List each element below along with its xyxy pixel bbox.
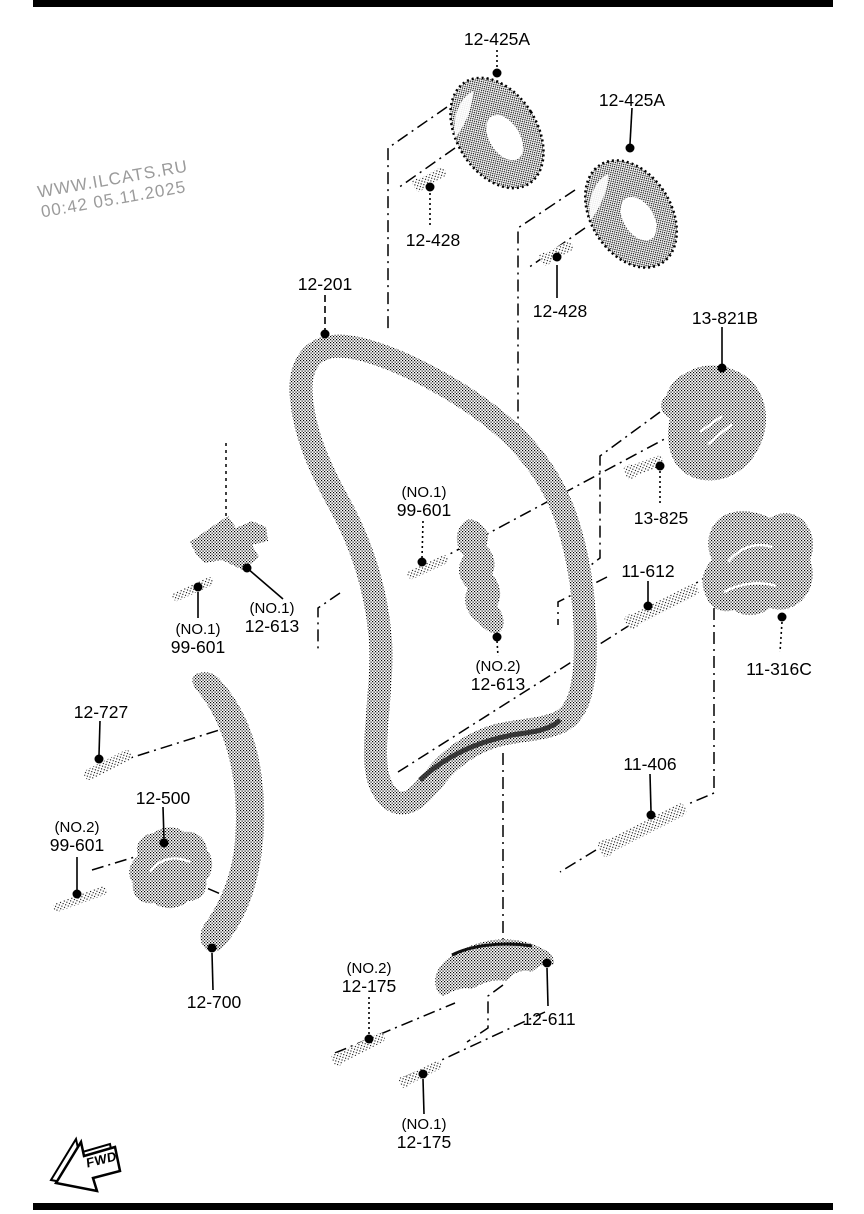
part-label-cam-sprocket-2: 12-425A bbox=[598, 90, 666, 110]
axis-line bbox=[581, 411, 661, 573]
part-label-pump-bolt: 13-825 bbox=[633, 508, 689, 528]
leader-dots bbox=[72, 68, 787, 1079]
chain-tensioner bbox=[129, 827, 213, 909]
axis-line bbox=[559, 849, 597, 873]
fwd-arrow-front bbox=[53, 1138, 122, 1193]
crank-sprocket bbox=[702, 511, 814, 616]
pump-sprocket bbox=[661, 365, 766, 481]
axis-line bbox=[387, 106, 448, 333]
axis-line bbox=[466, 984, 504, 1043]
part-label-stud-no1-center: (NO.1)99-601 bbox=[396, 484, 452, 520]
part-label-crank-sprocket: 11-316C bbox=[746, 659, 812, 679]
part-label-cam-sprocket-1: 12-425A bbox=[463, 29, 531, 49]
stud-no1-center-part bbox=[407, 554, 449, 580]
timing-chain-loop bbox=[289, 334, 597, 815]
pump-bolt-part bbox=[623, 455, 664, 480]
part-label-guide-no1: (NO.1)12-613 bbox=[244, 600, 300, 636]
part-label-guide-no2: (NO.2)12-613 bbox=[470, 658, 526, 694]
part-label-pump-sprocket: 13-821B bbox=[691, 308, 759, 328]
idler-bolt-part bbox=[624, 584, 699, 630]
guide-no1-part bbox=[190, 516, 268, 570]
part-label-idler-bolt: 11-612 bbox=[621, 561, 675, 581]
stud-no1-left-part bbox=[172, 576, 214, 602]
leader-lines bbox=[76, 50, 783, 1115]
part-label-tensioner-arm: 12-611 bbox=[522, 1009, 576, 1029]
part-label-crank-bolt: 11-406 bbox=[623, 754, 677, 774]
top-border bbox=[33, 0, 833, 7]
part-label-chain-guide: 12-700 bbox=[186, 992, 242, 1012]
axis-line bbox=[397, 147, 456, 189]
part-label-timing-chain: 12-201 bbox=[297, 274, 353, 294]
part-label-tensioner: 12-500 bbox=[135, 788, 191, 808]
chain-shadow-edge bbox=[418, 718, 562, 782]
stud-no2-part bbox=[53, 886, 107, 912]
axis-line bbox=[397, 572, 713, 773]
guide-no2-part bbox=[456, 519, 504, 634]
part-label-bolt-175-no2: (NO.2)12-175 bbox=[341, 960, 397, 996]
axis-line bbox=[317, 592, 341, 650]
axis-line bbox=[91, 855, 139, 871]
chain-guide-strip bbox=[192, 672, 265, 952]
part-label-bolt-175-no1: (NO.1)12-175 bbox=[396, 1116, 452, 1152]
part-label-stud-no2: (NO.2)99-601 bbox=[49, 819, 105, 855]
bolt-175-no2-part bbox=[331, 1032, 385, 1067]
tensioner-arm bbox=[435, 939, 555, 996]
bottom-border bbox=[33, 1203, 833, 1210]
part-label-tensioner-bolt: 12-727 bbox=[73, 702, 129, 722]
cam-sprocket-1 bbox=[449, 76, 545, 190]
cam-bolt-2-part bbox=[539, 241, 574, 266]
part-label-cam-bolt-1: 12-428 bbox=[405, 230, 461, 250]
fwd-arrow bbox=[49, 1136, 122, 1193]
axis-line bbox=[334, 1002, 456, 1054]
axis-line bbox=[685, 608, 715, 806]
part-label-cam-bolt-2: 12-428 bbox=[532, 301, 588, 321]
part-label-stud-no1-left: (NO.1)99-601 bbox=[170, 621, 226, 657]
axis-line bbox=[517, 189, 576, 425]
cam-bolt-1-part bbox=[412, 167, 447, 192]
tensioner-bolt-part bbox=[84, 750, 132, 780]
cam-sprocket-2 bbox=[583, 159, 679, 269]
crank-bolt-part bbox=[597, 803, 687, 857]
